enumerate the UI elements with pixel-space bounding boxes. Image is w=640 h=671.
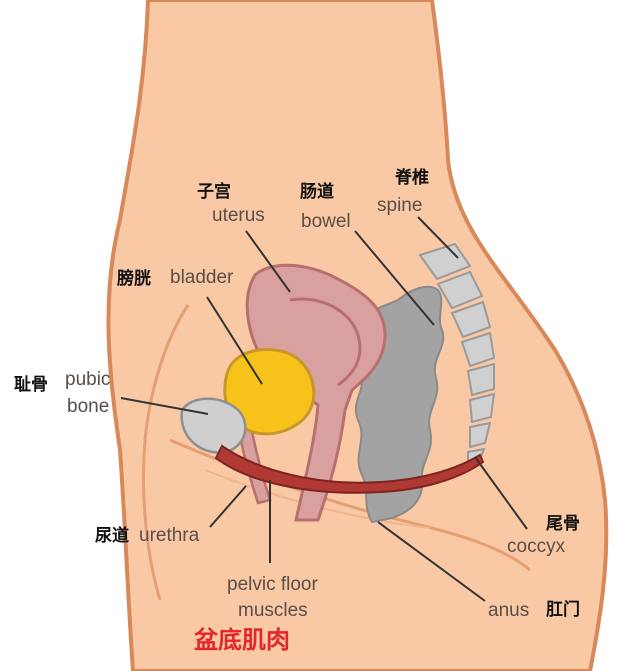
spine-en-label: spine [377, 195, 423, 216]
urethra-zh-label: 尿道 [95, 526, 129, 546]
anus-zh-label: 肛门 [546, 600, 580, 620]
uterus-inner-line [289, 297, 362, 387]
coccyx-zh-label: 尾骨 [546, 514, 580, 534]
bowel-zh-label: 肠道 [300, 182, 334, 202]
pelvic-floor-en-label-1: pelvic floor [227, 574, 318, 595]
pelvic-floor-en-label-2: muscles [238, 600, 308, 621]
uterus-zh-label: 子宫 [197, 182, 231, 202]
urethra-en-label: urethra [139, 525, 200, 546]
pelvic-floor-title: 盆底肌肉 [194, 626, 290, 654]
pubic-bone-zh-label: 耻骨 [14, 375, 48, 395]
pubic-bone-en-label-1: pubic [65, 369, 111, 390]
uterus-en-label: uterus [212, 205, 265, 226]
bladder-zh-label: 膀胱 [117, 269, 151, 289]
coccyx-en-label: coccyx [507, 536, 566, 557]
pubic-bone-en-label-2: bone [67, 396, 110, 417]
pelvic-floor-muscle [214, 444, 485, 494]
spine-vertebrae [418, 242, 496, 468]
spine-zh-label: 脊椎 [395, 168, 429, 188]
bowel-en-label: bowel [301, 211, 351, 232]
bladder-en-label: bladder [170, 267, 234, 288]
leader-lines [120, 216, 528, 602]
anus-en-label: anus [488, 600, 530, 621]
hip-crease-line [142, 304, 190, 601]
